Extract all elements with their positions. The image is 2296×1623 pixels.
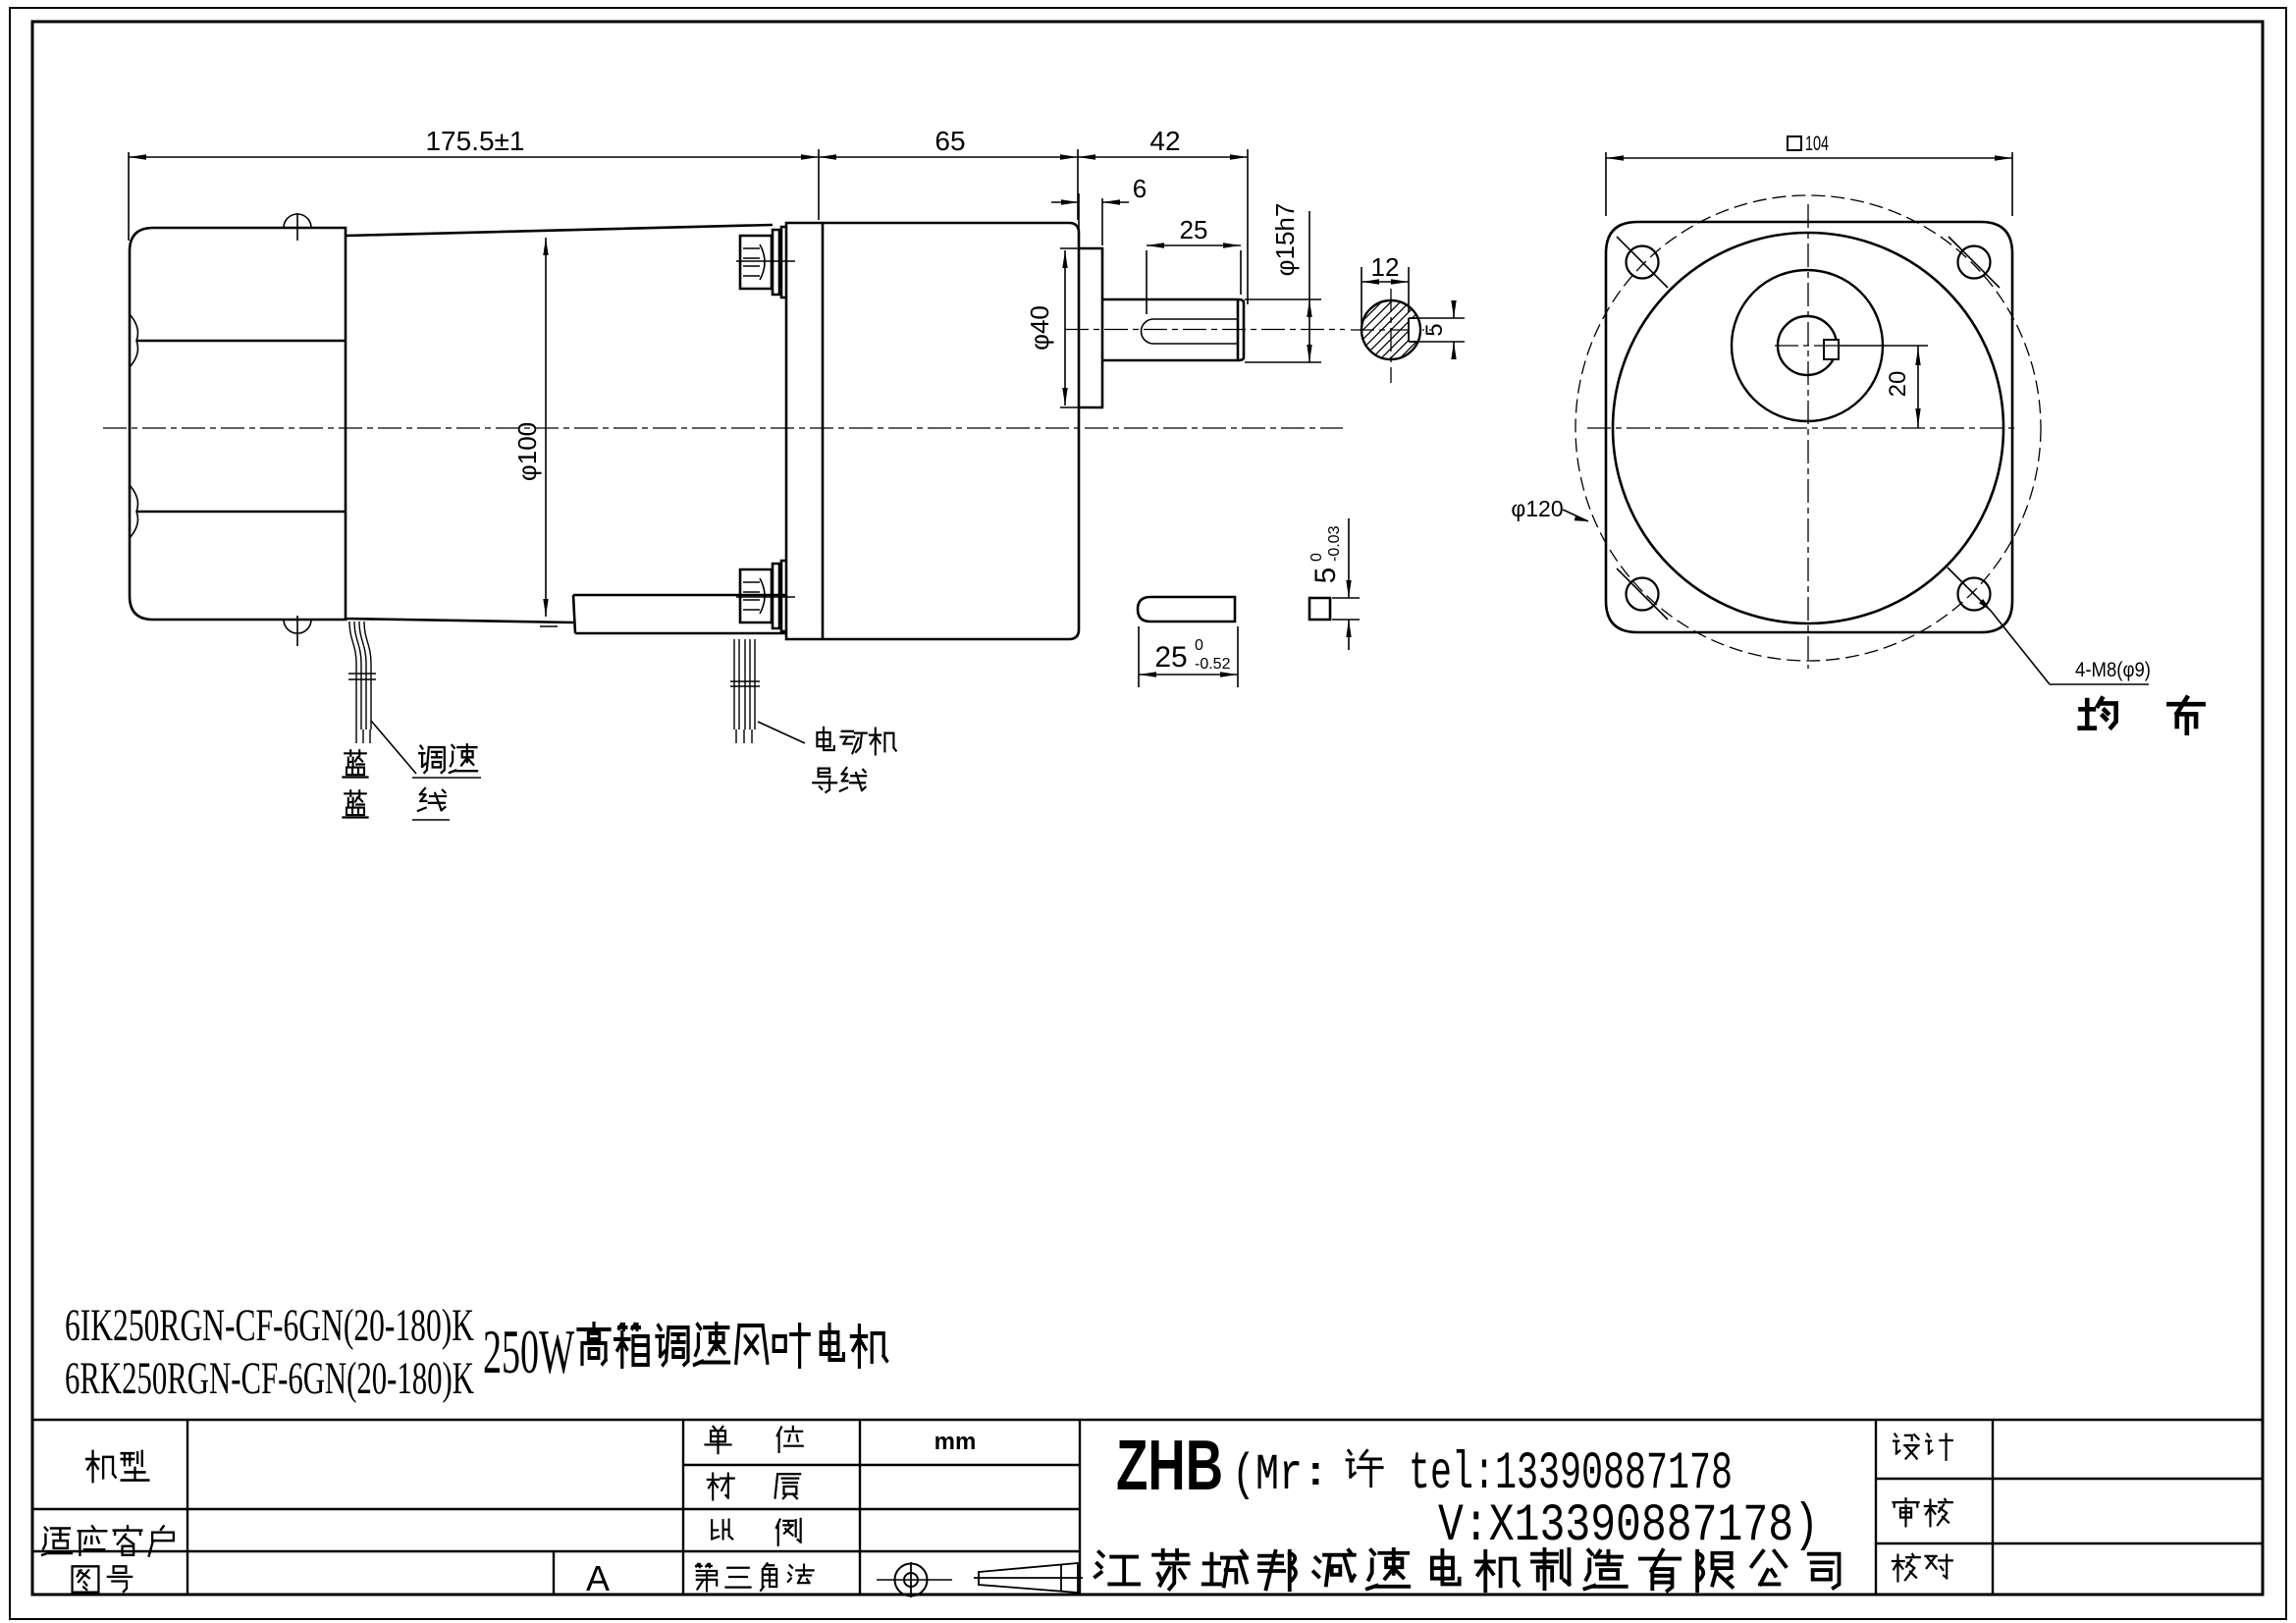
svg-text:25: 25	[1154, 641, 1187, 674]
svg-text:5: 5	[1421, 323, 1448, 336]
svg-text:25: 25	[1180, 215, 1208, 244]
svg-text:0: 0	[1195, 637, 1203, 654]
svg-text:20: 20	[1885, 371, 1911, 398]
svg-text:5: 5	[1309, 568, 1342, 584]
svg-text:104: 104	[1805, 133, 1829, 155]
svg-text:4-M8(φ9): 4-M8(φ9)	[2075, 659, 2151, 681]
svg-text:12: 12	[1371, 252, 1400, 282]
svg-text:mm: mm	[934, 1429, 977, 1455]
svg-text:250W: 250W	[483, 1317, 574, 1386]
svg-text:42: 42	[1149, 126, 1180, 156]
svg-text:φ40: φ40	[1025, 305, 1054, 351]
svg-text:φ15h7: φ15h7	[1270, 203, 1300, 277]
svg-text:ZHB: ZHB	[1116, 1427, 1223, 1505]
svg-text:6RK250RGN-CF-6GN(20-180)K: 6RK250RGN-CF-6GN(20-180)K	[65, 1353, 474, 1404]
svg-text:φ100: φ100	[512, 422, 542, 481]
svg-text:0: 0	[1308, 553, 1325, 562]
svg-text:V:X13390887178): V:X13390887178)	[1438, 1496, 1819, 1556]
svg-text:-0.52: -0.52	[1195, 656, 1231, 673]
svg-text:6IK250RGN-CF-6GN(20-180)K: 6IK250RGN-CF-6GN(20-180)K	[65, 1300, 474, 1351]
svg-text:65: 65	[934, 126, 965, 156]
svg-text:tel:13390887178: tel:13390887178	[1409, 1444, 1733, 1504]
svg-text::: :	[1308, 1446, 1323, 1494]
svg-text:6: 6	[1133, 174, 1147, 203]
svg-text:-0.03: -0.03	[1326, 525, 1343, 562]
svg-text:φ120: φ120	[1511, 496, 1563, 521]
svg-text:(Mr: (Mr	[1232, 1446, 1303, 1504]
svg-text:175.5±1: 175.5±1	[425, 126, 524, 156]
svg-text:A: A	[586, 1558, 610, 1598]
